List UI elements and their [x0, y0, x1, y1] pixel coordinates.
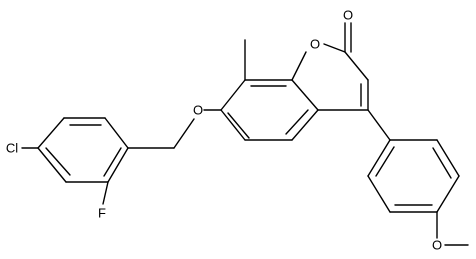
- atom-labels: Cl F O O O O: [6, 8, 442, 253]
- bond: [103, 147, 122, 177]
- bond: [37, 147, 67, 183]
- bond: [344, 51, 369, 81]
- chlorine-label: Cl: [6, 141, 18, 156]
- bond: [220, 79, 246, 111]
- bond: [227, 112, 250, 139]
- methoxy-oxygen-label: O: [432, 238, 442, 253]
- bond: [432, 147, 452, 179]
- bond: [367, 175, 391, 213]
- bond: [436, 175, 460, 213]
- bond: [436, 139, 460, 177]
- bond: [285, 109, 309, 135]
- bonds: [21, 22, 469, 246]
- bond: [107, 147, 129, 183]
- bond: [367, 139, 391, 177]
- bond: [367, 109, 391, 141]
- bond: [104, 117, 129, 149]
- bond: [291, 51, 307, 81]
- bond: [220, 109, 246, 141]
- bond: [173, 118, 195, 149]
- bond: [375, 146, 395, 177]
- bond: [102, 181, 109, 205]
- fluorine-label: F: [98, 206, 106, 221]
- bond: [323, 43, 346, 53]
- bond: [291, 109, 319, 141]
- bond: [291, 79, 319, 111]
- bond: [45, 147, 71, 176]
- ether-oxygen-label: O: [193, 103, 203, 118]
- ring-oxygen-label: O: [310, 37, 320, 52]
- carbonyl-oxygen-label: O: [343, 8, 353, 23]
- bond: [37, 117, 65, 149]
